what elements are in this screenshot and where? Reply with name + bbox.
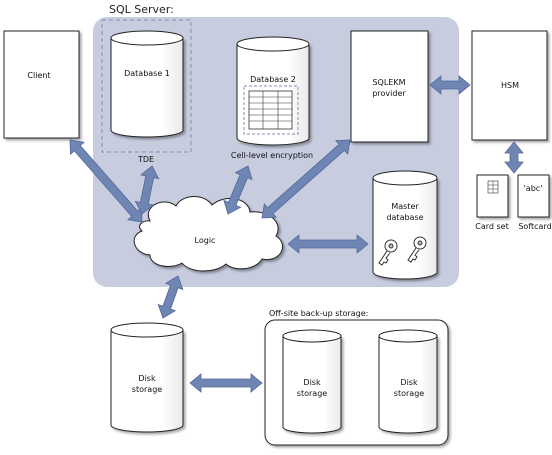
ekm-label-line2: provider: [372, 89, 406, 98]
encrypted-cells-table: [243, 85, 299, 135]
key-icon: [407, 236, 427, 263]
arrow-client-logic: [69, 139, 143, 223]
offsite-a-line1: Disk: [303, 378, 321, 387]
disk-storage-offsite-b: Disk storage: [378, 329, 438, 434]
tde-caption: TDE: [137, 155, 154, 164]
sql-server-title: SQL Server:: [109, 3, 174, 16]
connector-arrows: [69, 75, 524, 393]
offsite-title: Off-site back-up storage:: [269, 309, 368, 318]
master-db-line1: Master: [391, 202, 419, 211]
card-set: Card set: [475, 174, 509, 231]
card-set-label: Card set: [475, 222, 508, 231]
offsite-b-line1: Disk: [400, 378, 418, 387]
arrow-logic-disk: [157, 275, 184, 319]
arrow-disk-offsite: [189, 373, 263, 393]
key-icon: [378, 239, 398, 266]
softcard-text: 'abc': [524, 184, 543, 193]
logic-cloud: Logic: [133, 196, 283, 272]
database1-label: Database 1: [124, 69, 170, 78]
hsm-box: HSM: [471, 30, 548, 141]
logic-label: Logic: [195, 236, 216, 245]
tde-dashed-boundary: [101, 19, 192, 153]
offsite-a-line2: storage: [297, 389, 327, 398]
arrow-logic-masterdb: [287, 234, 369, 254]
master-database: Master database: [372, 170, 438, 280]
disk-local-line2: storage: [132, 385, 162, 394]
offsite-backup-region: Off-site back-up storage: Disk storage D…: [264, 309, 449, 446]
ekm-provider-box: SQLEKM provider: [350, 30, 429, 143]
database2-label: Database 2: [250, 75, 296, 84]
ekm-label-line1: SQLEKM: [372, 78, 405, 87]
arrow-db1-logic: [134, 165, 160, 215]
softcard: 'abc' Softcard: [517, 174, 552, 231]
disk-storage-offsite-a: Disk storage: [282, 329, 342, 434]
hsm-label: HSM: [501, 81, 519, 90]
client-label: Client: [27, 71, 50, 80]
master-db-line2: database: [386, 213, 423, 222]
database1: Database 1 TDE: [101, 19, 192, 164]
cell-level-encryption-caption: Cell-level encryption: [231, 151, 313, 160]
arrow-hsm-cards: [504, 141, 524, 174]
database2: Database 2 Cell-level encryption: [231, 36, 313, 160]
client-box: Client: [3, 30, 80, 139]
offsite-b-line2: storage: [394, 389, 424, 398]
disk-local-line1: Disk: [138, 374, 156, 383]
arrow-db2-logic: [223, 165, 253, 215]
arrow-ekm-hsm: [429, 75, 471, 95]
disk-storage-local: Disk storage: [110, 322, 184, 433]
softcard-label: Softcard: [518, 222, 551, 231]
arrow-ekm-logic: [261, 139, 351, 219]
